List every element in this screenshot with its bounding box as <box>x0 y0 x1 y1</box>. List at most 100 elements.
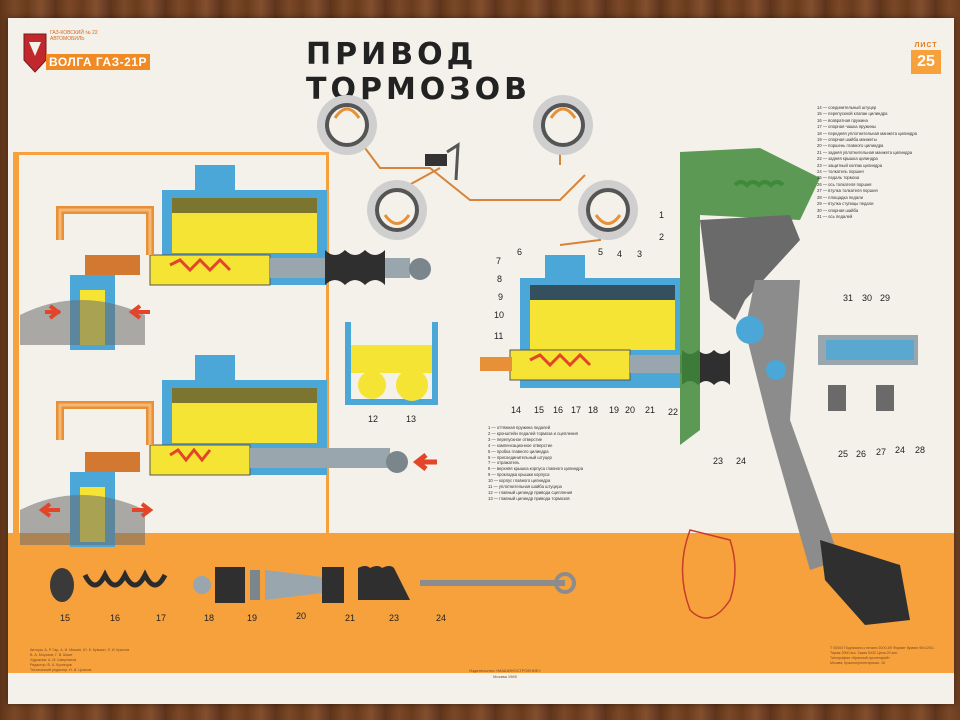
callout-number: 10 <box>494 310 505 320</box>
credit-line: Редактор: В. А. Кузнецов <box>30 663 72 667</box>
master-cylinder-released <box>20 165 431 350</box>
credit-line: Художник: А. М. Шкерланов <box>30 658 77 662</box>
callout-number: 29 <box>880 293 891 303</box>
drum-brake-front-left <box>317 95 377 155</box>
legend-item: 31 — ось педалей <box>817 213 853 219</box>
reservoir-section <box>345 322 438 405</box>
callout-number: 14 <box>511 405 522 415</box>
callout-number: 21 <box>345 613 356 623</box>
pedal-axle-assembly <box>818 335 918 411</box>
callout-number: 20 <box>296 611 307 621</box>
callout-number: 7 <box>496 256 502 266</box>
callout-number: 8 <box>497 274 503 284</box>
callout-number: 21 <box>645 405 656 415</box>
orange-bottom-band <box>8 533 954 673</box>
callout-number: 19 <box>609 405 620 415</box>
legend-item: 19 — опорная шайба манжеты <box>817 137 877 143</box>
credit-line: Технический редактор: Н. И. Цыхнов <box>30 668 92 672</box>
legend-item: 24 — толкатель поршня <box>817 169 864 175</box>
print-info-block: Т 00000 Подписано к печати 20/ХI-69 Форм… <box>830 646 950 666</box>
callout-number: 22 <box>668 407 679 417</box>
callout-number: 20 <box>625 405 636 415</box>
legend-item: 23 — защитный колпак цилиндра <box>817 162 883 168</box>
callout-number: 28 <box>915 445 926 455</box>
legend-item: 17 — опорная чашка пружины <box>817 124 876 130</box>
model-badge: ВОЛГА ГАЗ-21Р <box>46 54 150 70</box>
callout-number: 24 <box>736 456 747 466</box>
legend-item: 22 — задняя крышка цилиндра <box>817 156 878 162</box>
print-info-line: Тираж 2500 экз. Заказ 5432 Цена 20 коп. <box>830 651 899 655</box>
callout-number: 13 <box>406 414 417 424</box>
callout-number: 18 <box>588 405 599 415</box>
credit-line: Авторы: А. Р. Гар, А. И. Мишин, Ю. К. Ку… <box>30 648 130 652</box>
drum-brake-rear-right <box>578 180 638 240</box>
mini-master-cylinder <box>425 142 460 181</box>
callout-number: 19 <box>247 613 258 623</box>
publisher-block: Издательство «МАШИНОСТРОЕНИЕ»Москва 1969 <box>450 668 560 680</box>
callout-number: 2 <box>659 232 665 242</box>
callout-number: 24 <box>436 613 447 623</box>
legend-item: 4 — компенсационное отверстие <box>488 442 553 448</box>
legend-item: 9 — прокладка крышки корпуса <box>488 472 550 478</box>
credits-block: Авторы: А. Р. Гар, А. И. Мишин, Ю. К. Ку… <box>30 648 170 673</box>
legend-item: 25 — педаль тормоза <box>817 175 860 181</box>
callout-number: 31 <box>843 293 854 303</box>
drum-brake-front-right <box>533 95 593 155</box>
exploded-parts-row <box>50 566 576 603</box>
sheet-number: 25 <box>911 50 941 74</box>
sheet-label: ЛИСТ <box>914 42 938 49</box>
legend-item: 5 — пробка главного цилиндра <box>488 448 549 454</box>
legend-item: 15 — перепускной клапан цилиндра <box>817 111 888 117</box>
legend-item: 20 — поршень главного цилиндра <box>817 143 884 149</box>
firewall-and-pedal <box>680 148 910 625</box>
callout-number: 15 <box>60 613 71 623</box>
callout-number: 4 <box>617 249 623 259</box>
callout-number: 27 <box>876 447 887 457</box>
print-info-line: Т 00000 Подписано к печати 20/ХI-69 Форм… <box>830 646 935 650</box>
callout-number: 11 <box>494 331 504 341</box>
print-info-line: Типография «Красный пролетарий» <box>830 656 891 660</box>
callout-number: 9 <box>498 292 504 302</box>
legend-item: 3 — перепускное отверстие <box>488 436 543 442</box>
legend-item: 27 — втулка толкателя поршня <box>817 188 878 194</box>
callout-number: 26 <box>856 449 867 459</box>
sheet-number-box: ЛИСТ 25 <box>911 42 941 74</box>
callout-number: 17 <box>571 405 582 415</box>
callout-number: 3 <box>637 249 643 259</box>
print-info-line: Москва, Краснопролетарская, 16 <box>830 661 885 665</box>
legend-item: 8 — верхняя крышка корпуса главного цили… <box>488 466 584 472</box>
legend-item: 2 — кронштейн педалей тормоза и сцеплени… <box>488 430 578 436</box>
master-cylinder-applied <box>20 355 437 547</box>
callout-number: 16 <box>110 613 121 623</box>
legend-item: 26 — ось толкателя поршня <box>817 181 872 187</box>
callout-number: 18 <box>204 613 215 623</box>
callout-number: 25 <box>838 449 849 459</box>
callout-number: 30 <box>862 293 873 303</box>
callout-number: 1 <box>659 210 665 220</box>
legend-item: 12 — главный цилиндр привода сцепления <box>488 489 573 495</box>
legend-item: 1 — оттяжная пружина педалей <box>488 425 551 430</box>
legend-item: 29 — втулка ступицы педали <box>817 201 874 207</box>
legend-item: 6 — присоединительный штуцер <box>488 454 552 460</box>
legend-item: 16 — возвратная пружина <box>817 117 868 123</box>
orange-inset-frame <box>13 152 329 552</box>
callout-number: 12 <box>368 414 379 424</box>
legend-item: 14 — соединительный штуцер <box>817 105 877 110</box>
logo-subtitle-line: АВТОМОБИЛЬ <box>50 36 85 42</box>
legend-item: 11 — уплотнительная шайба штуцера <box>488 484 562 490</box>
publisher-line: Москва 1969 <box>493 674 517 679</box>
legend-item: 18 — передняя уплотнительная манжета цил… <box>817 130 918 136</box>
legend-item: 30 — опорная шайба <box>817 207 859 213</box>
legend-item: 13 — главный цилиндр привода тормозов <box>488 495 570 501</box>
deer-emblem-icon <box>23 33 47 73</box>
credit-line: В. А. Морозов, Г. В. Шмит <box>30 653 73 657</box>
callout-number: 5 <box>598 247 604 257</box>
drum-brake-rear-left <box>367 180 427 240</box>
callout-number: 15 <box>534 405 545 415</box>
legend-item: 21 — задняя уплотнительная манжета цилин… <box>817 149 913 155</box>
callout-number: 23 <box>389 613 400 623</box>
publisher-line: Издательство «МАШИНОСТРОЕНИЕ» <box>469 668 541 673</box>
